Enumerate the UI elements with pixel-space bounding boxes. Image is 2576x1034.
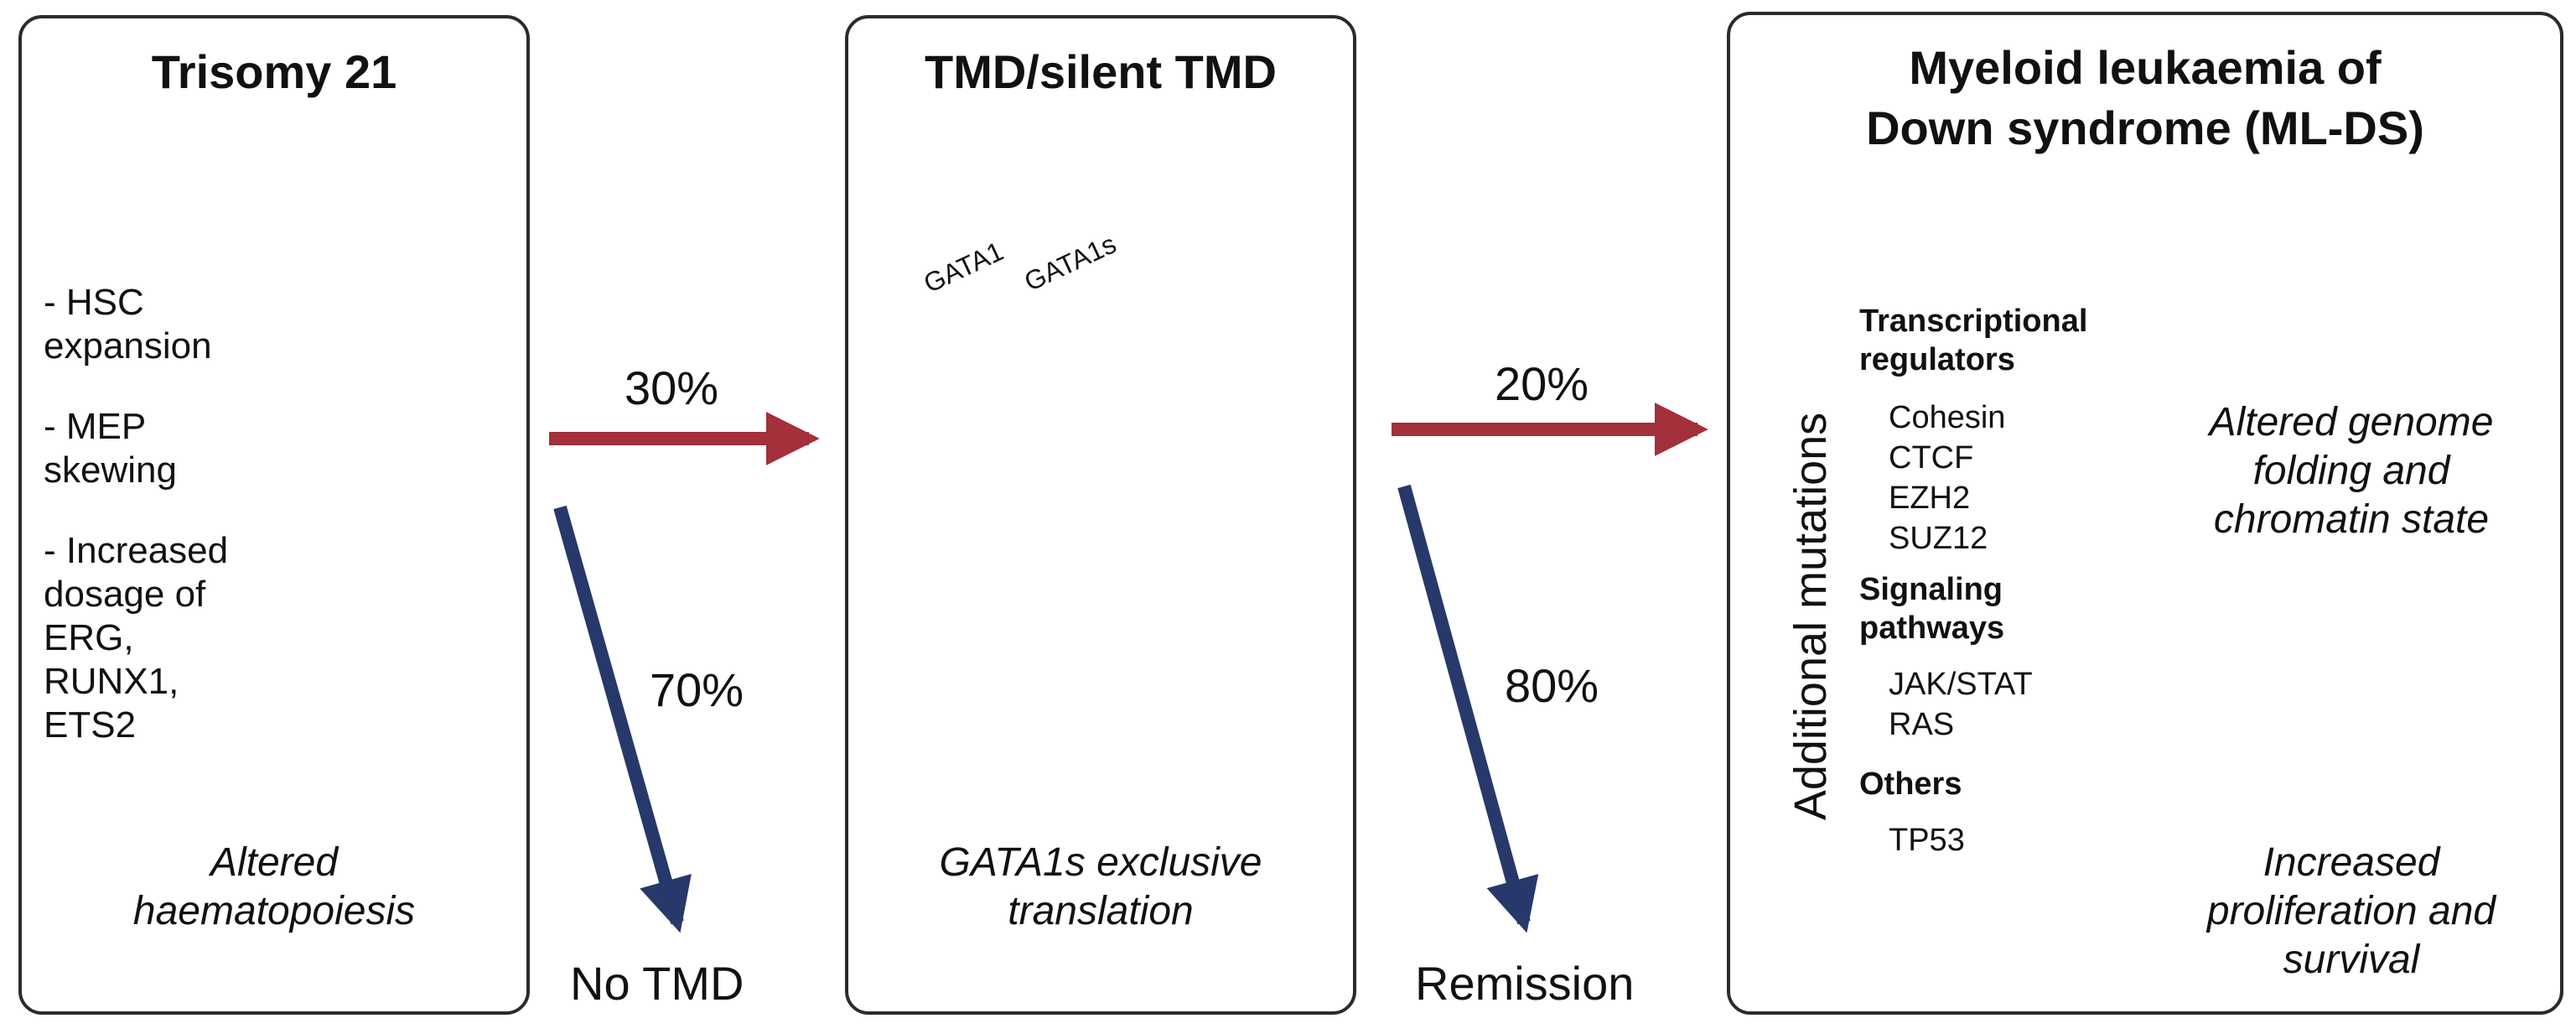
bullet-line: expansion: [44, 325, 212, 366]
bullet-line: dosage of: [44, 574, 206, 615]
caption-line: chromatin state: [2213, 497, 2490, 542]
caption-line: survival: [2283, 938, 2420, 982]
bullet-line: - HSC: [44, 282, 144, 323]
proliferation-caption: Increased proliferation and survival: [2154, 839, 2548, 985]
gene-item: EZH2: [1889, 481, 1971, 516]
arrow-70-percent: [553, 505, 692, 933]
bullet-line: - MEP: [44, 406, 147, 447]
tmd-panel: [845, 15, 1356, 1015]
gene-item: JAK/STAT: [1889, 667, 2033, 702]
gene-item: Cohesin: [1889, 400, 2006, 435]
caption-line: Altered: [210, 840, 339, 885]
genome-folding-caption: Altered genome folding and chromatin sta…: [2154, 398, 2548, 544]
panel1-caption: Altered haematopoiesis: [18, 839, 530, 936]
bullet-line: RUNX1,: [44, 661, 179, 702]
caption-line: Increased: [2262, 840, 2440, 885]
group-heading: regulators: [1859, 342, 2015, 377]
title-line: Myeloid leukaemia of: [1909, 41, 2382, 94]
mutation-groups: Transcriptional regulators Cohesin CTCF …: [1859, 302, 2161, 860]
panel3-title: Myeloid leukaemia of Down syndrome (ML-D…: [1727, 38, 2563, 158]
group-heading: Others: [1859, 766, 1962, 802]
gene-item: TP53: [1889, 823, 1965, 858]
panel2-title: TMD/silent TMD: [925, 45, 1277, 98]
group-heading: pathways: [1859, 611, 2005, 646]
arrow-20-percent-label: 20%: [1495, 357, 1589, 410]
bullet-line: ETS2: [44, 704, 137, 746]
arrow-70-percent-label: 70%: [650, 663, 744, 716]
caption-line: Altered genome: [2209, 400, 2494, 444]
group-signaling: Signaling pathways JAK/STAT RAS: [1859, 570, 2161, 745]
additional-mutations-label: Additional mutations: [1786, 412, 1836, 821]
trisomy-21-panel: [18, 15, 530, 1015]
caption-line: translation: [1008, 889, 1194, 933]
caption-line: folding and: [2252, 449, 2450, 493]
group-transcriptional: Transcriptional regulators Cohesin CTCF …: [1859, 302, 2161, 559]
panel1-title: Trisomy 21: [151, 45, 397, 98]
title-line: Down syndrome (ML-DS): [1866, 101, 2424, 154]
arrow-80-percent: [1397, 484, 1539, 933]
panel1-bullets: - HSC expansion - MEP skewing - Increase…: [44, 281, 228, 747]
caption-line: haematopoiesis: [132, 889, 416, 933]
caption-line: proliferation and: [2206, 889, 2496, 933]
gene-item: CTCF: [1889, 440, 1974, 475]
panel2-caption: GATA1s exclusive translation: [845, 839, 1356, 936]
ml-ds-panel: [1727, 12, 2563, 1015]
arrow-30-percent-label: 30%: [625, 361, 719, 414]
caption-line: GATA1s exclusive: [939, 840, 1262, 885]
group-heading: Transcriptional: [1859, 304, 2088, 339]
gene-item: RAS: [1889, 707, 1955, 742]
no-tmd-label: No TMD: [570, 957, 744, 1010]
bullet-line: skewing: [44, 449, 177, 491]
remission-label: Remission: [1415, 957, 1635, 1010]
group-heading: Signaling: [1859, 572, 2003, 607]
arrow-80-percent-label: 80%: [1505, 659, 1599, 712]
bullet-line: ERG,: [44, 617, 134, 658]
bullet-line: - Increased: [44, 530, 229, 571]
group-others: Others TP53: [1859, 765, 2161, 860]
gene-item: SUZ12: [1889, 521, 1988, 556]
